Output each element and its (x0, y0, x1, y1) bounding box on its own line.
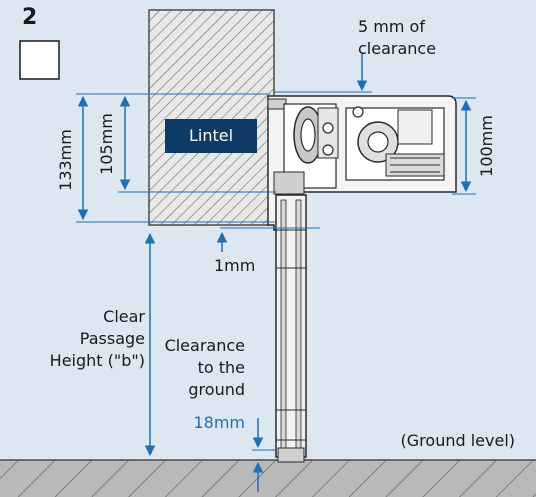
clearance-top-line2: clearance (358, 39, 436, 58)
ground-level-label: (Ground level) (401, 431, 515, 450)
door-profile (275, 194, 307, 463)
ground (0, 460, 536, 497)
dim-18mm-label: 18mm (193, 413, 245, 432)
lintel-label: Lintel (189, 126, 233, 145)
roller-mechanism (267, 95, 457, 231)
dimension-105mm (118, 95, 276, 193)
clear-passage-line2: Passage (80, 329, 145, 348)
clear-passage-line1: Clear (103, 307, 145, 326)
step-checkbox[interactable] (19, 40, 60, 80)
dim-1mm-label: 1mm (214, 256, 255, 275)
clear-passage-line3: Height ("b") (50, 351, 145, 370)
clearance-ground-line1: Clearance (165, 336, 245, 355)
dimension-133mm (76, 93, 276, 223)
lintel-label-box (165, 119, 257, 153)
dim-133mm-label: 133mm (56, 129, 75, 191)
dimension-100mm (452, 97, 476, 195)
clearance-ground-line2: to the (198, 358, 245, 377)
dim-100mm-label: 100mm (477, 115, 496, 177)
dim-105mm-label: 105mm (97, 113, 116, 175)
clearance-ground-line3: ground (188, 380, 245, 399)
clearance-top-line1: 5 mm of (358, 17, 425, 36)
step-number: 2 (22, 5, 37, 30)
lintel-block (148, 9, 275, 226)
